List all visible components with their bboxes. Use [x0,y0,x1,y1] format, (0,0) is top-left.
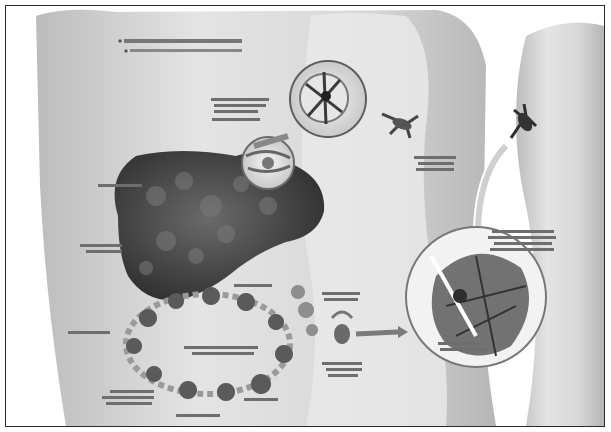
diagram-canvas [6,6,604,426]
legend-line-2 [130,49,242,52]
legend-line-1 [124,39,242,43]
arrow-to-mosquito [356,332,398,334]
legend-bullet-2 [124,49,127,52]
diagram-frame [5,5,605,427]
legend-bullet-1 [118,39,121,42]
torso-right [516,23,604,426]
